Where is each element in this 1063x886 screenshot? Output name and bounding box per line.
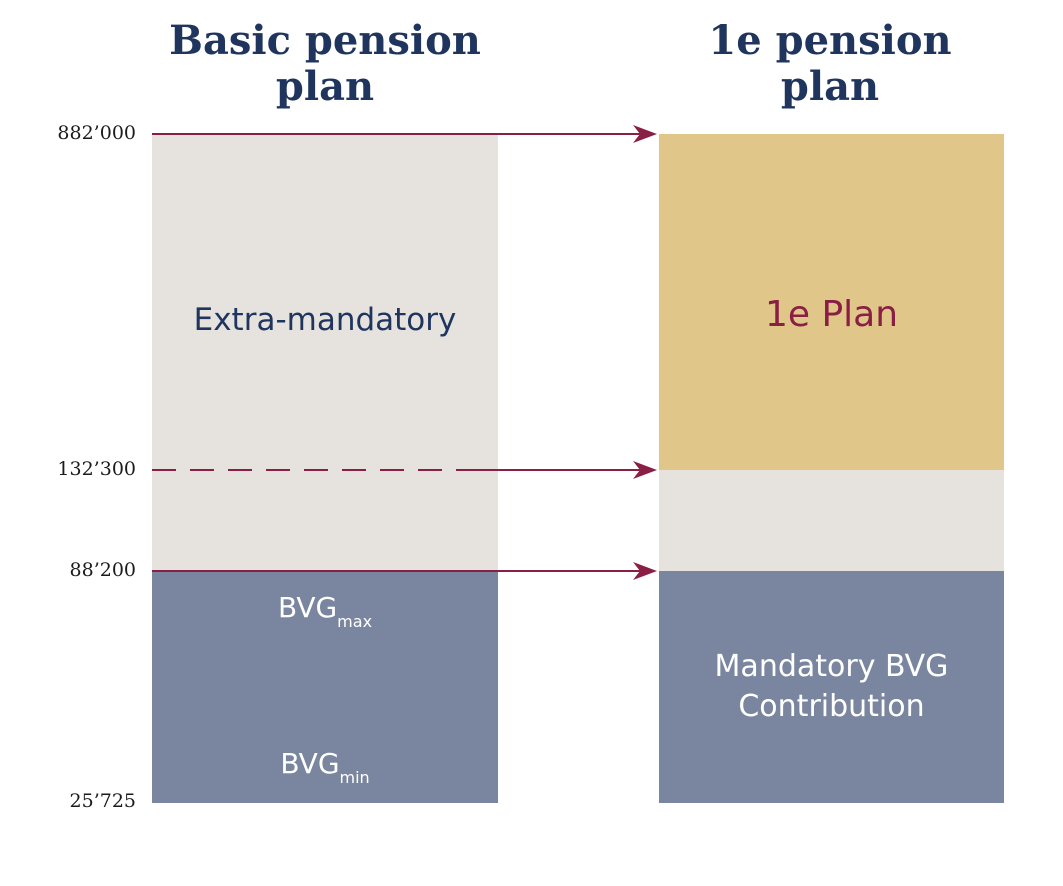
bvg-min-label: BVGmin [280,747,370,787]
axis-label-88200: 88’200 [69,559,136,581]
mandatory-bvg-label-line2: Contribution [738,689,925,724]
arrow-88200 [152,562,657,580]
1e-plan-label: 1e Plan [764,294,899,335]
arrow-132300-dashed [152,461,657,479]
axis-label-132300: 132’300 [57,458,136,480]
mandatory-bvg-label-line1: Mandatory BVG [714,649,949,684]
title-basic-pension-plan: Basic pension plan [169,17,481,110]
extra-mandatory-label: Extra-mandatory [193,302,457,338]
arrow-882000 [152,125,657,143]
1e-plan-block: 1e Plan [659,134,1004,470]
title-1e-pension-plan: 1e pension plan [708,17,952,110]
gap-block-right [659,470,1004,571]
bvg-block-left: BVGmax BVGmin [152,571,498,803]
extra-mandatory-block: Extra-mandatory [152,134,498,571]
axis-label-25725: 25’725 [69,790,136,812]
bvg-max-label: BVGmax [277,591,373,631]
axis-label-882000: 882’000 [57,122,136,144]
mandatory-bvg-block: Mandatory BVG Contribution [659,571,1004,803]
